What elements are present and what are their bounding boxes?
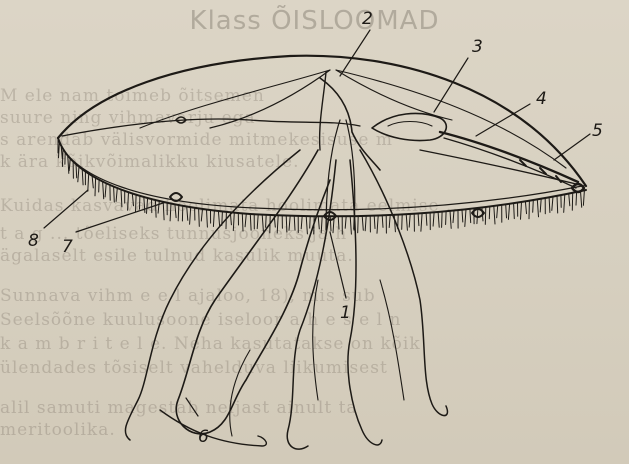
oral-arm xyxy=(125,150,300,440)
oral-arm xyxy=(360,150,447,416)
radial-canal xyxy=(336,70,452,120)
label-4: 4 xyxy=(536,89,547,109)
label-8: 8 xyxy=(28,231,39,251)
oral-arm xyxy=(176,150,330,434)
label-1: 1 xyxy=(340,303,351,323)
label-7: 7 xyxy=(62,237,73,257)
pointer-3 xyxy=(434,58,468,112)
bell-rim-inner xyxy=(60,144,582,210)
gonad xyxy=(372,113,446,140)
label-2: 2 xyxy=(362,9,373,29)
pointer-6 xyxy=(186,398,198,416)
oral-arm xyxy=(348,160,382,445)
pointer-1 xyxy=(330,232,346,298)
pointer-2 xyxy=(340,30,370,76)
bell-rim-outer xyxy=(58,138,586,216)
pointer-8 xyxy=(44,190,88,228)
label-6: 6 xyxy=(198,427,209,447)
oral-arm xyxy=(287,160,336,449)
pointer-5 xyxy=(554,134,590,160)
pointer-7 xyxy=(76,202,166,232)
label-5: 5 xyxy=(592,121,603,141)
oral-arm xyxy=(160,410,266,446)
label-3: 3 xyxy=(472,37,483,57)
